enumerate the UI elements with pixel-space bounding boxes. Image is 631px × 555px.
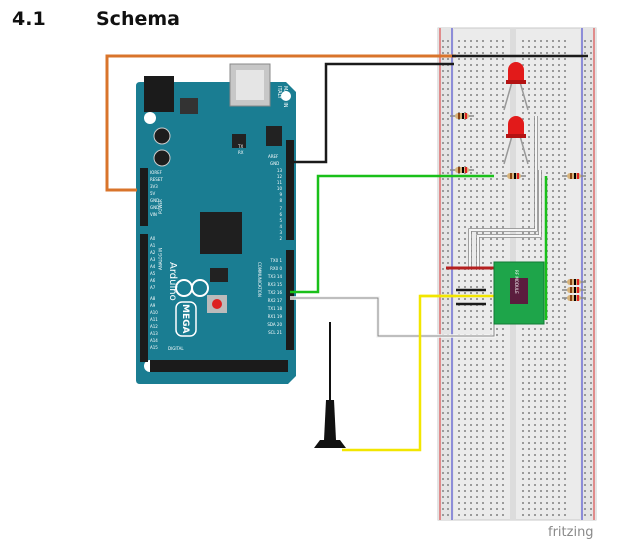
resistor [450, 167, 474, 173]
section-number: 4.1 [12, 8, 46, 30]
country-label: ITALY [276, 86, 282, 100]
wire-green-tx [290, 174, 494, 294]
board-brand-label: Arduino [167, 262, 178, 301]
digital-header-top [286, 140, 294, 240]
microcontroller-chip [200, 212, 242, 254]
tx-label: TX [237, 144, 243, 149]
pin-label: A6 [150, 278, 156, 283]
pin-label: GND [150, 205, 159, 210]
pin-label: RX2 17 [268, 298, 283, 303]
digital-label: DIGITAL [168, 346, 184, 351]
pin-label: A11 [150, 317, 158, 322]
resistor [562, 279, 586, 285]
pin-label: RX3 15 [268, 282, 283, 287]
power-label: POWER [158, 199, 163, 214]
wire-yellow-antenna [342, 294, 496, 452]
pin-label: 4 [279, 224, 282, 229]
aref-label: AREF [268, 154, 279, 159]
pin-label: A7 [150, 285, 156, 290]
arduino-logo [175, 279, 209, 297]
comm-header [286, 250, 294, 350]
section-title: Schema [96, 8, 180, 30]
pin-label: A12 [150, 324, 158, 329]
pin-label: TX0 1 [269, 258, 282, 263]
pin-label: A1 [150, 243, 156, 248]
pin-label: A9 [150, 303, 156, 308]
led-1 [503, 62, 529, 111]
pin-label: TX3 14 [267, 274, 283, 279]
pin-label: A2 [150, 250, 156, 255]
pin-label: GND [150, 198, 159, 203]
pin-label: 5V [150, 191, 156, 196]
icsp-header [266, 126, 282, 146]
rx-label: RX [238, 150, 244, 155]
analog-header [140, 234, 148, 362]
capacitor [153, 149, 171, 167]
pin-label: VIN [150, 212, 157, 217]
wire-black-gnd [290, 62, 454, 164]
wire-white-led1 [469, 116, 537, 270]
pin-label: 11 [277, 180, 283, 185]
pin-label: SCL 21 [268, 330, 282, 335]
pin-label: 7 [279, 206, 282, 211]
pin-label: 5 [279, 218, 282, 223]
pin-label: A4 [150, 264, 156, 269]
pin-label: 2 [279, 236, 282, 241]
usb-chip [232, 134, 246, 148]
comm-label: COMMUNICATION [257, 262, 262, 297]
regulator [180, 98, 198, 114]
capacitor [153, 127, 171, 145]
resistor [562, 287, 586, 293]
pin-label: TX1 18 [267, 306, 283, 311]
pin-label: SDA 20 [267, 322, 282, 327]
pin-label: RX0 0 [270, 266, 282, 271]
pin-label: A14 [150, 338, 158, 343]
antenna [314, 322, 346, 448]
wires [105, 54, 588, 452]
analog-label: ANALOG IN [158, 248, 163, 270]
pin-label: A0 [150, 236, 156, 241]
pin-label: A15 [150, 345, 158, 350]
resistor [502, 173, 526, 179]
pin-label: A8 [150, 296, 156, 301]
pin-label: IOREF [150, 170, 163, 175]
pin-label: TX2 16 [267, 290, 283, 295]
made-in-label: MADE IN [282, 86, 288, 108]
section-heading: 4.1 Schema [12, 6, 180, 32]
resistors [450, 113, 586, 301]
power-header [140, 168, 148, 226]
arduino-mega-board: Arduino MEGA MADE IN ITALY COMMUNICATION… [136, 63, 296, 384]
led-2 [503, 116, 529, 165]
digital-header-bottom [150, 360, 288, 372]
fritzing-watermark: fritzing [548, 525, 594, 540]
wire-orange-5v [105, 54, 456, 192]
pin-label: A5 [150, 271, 156, 276]
pin-label: A10 [150, 310, 158, 315]
pin-label: RX1 19 [268, 314, 283, 319]
resistor [562, 295, 586, 301]
rf-module-label: RF MODULE [514, 270, 519, 294]
pin-label: 13 [277, 168, 283, 173]
pin-label: RESET [150, 177, 163, 182]
pin-label: 9 [279, 192, 282, 197]
resistor [450, 113, 474, 119]
rf-module: RF MODULE [493, 261, 545, 325]
pin-label: 6 [279, 212, 282, 217]
wire-white-rx-outline [290, 297, 495, 337]
pin-label: 10 [277, 186, 283, 191]
resistor [562, 173, 586, 179]
power-jack [144, 76, 174, 112]
pin-label: 12 [277, 174, 283, 179]
pin-label: 3 [279, 230, 282, 235]
board-model-label: MEGA [180, 304, 190, 333]
icsp-header-2 [210, 268, 228, 282]
gnd-label: GND [270, 161, 279, 166]
pin-label: A13 [150, 331, 158, 336]
pin-label: A3 [150, 257, 156, 262]
wire-white-led2 [477, 170, 541, 270]
pin-label: 8 [279, 198, 282, 203]
pin-label: 3V3 [150, 184, 158, 189]
